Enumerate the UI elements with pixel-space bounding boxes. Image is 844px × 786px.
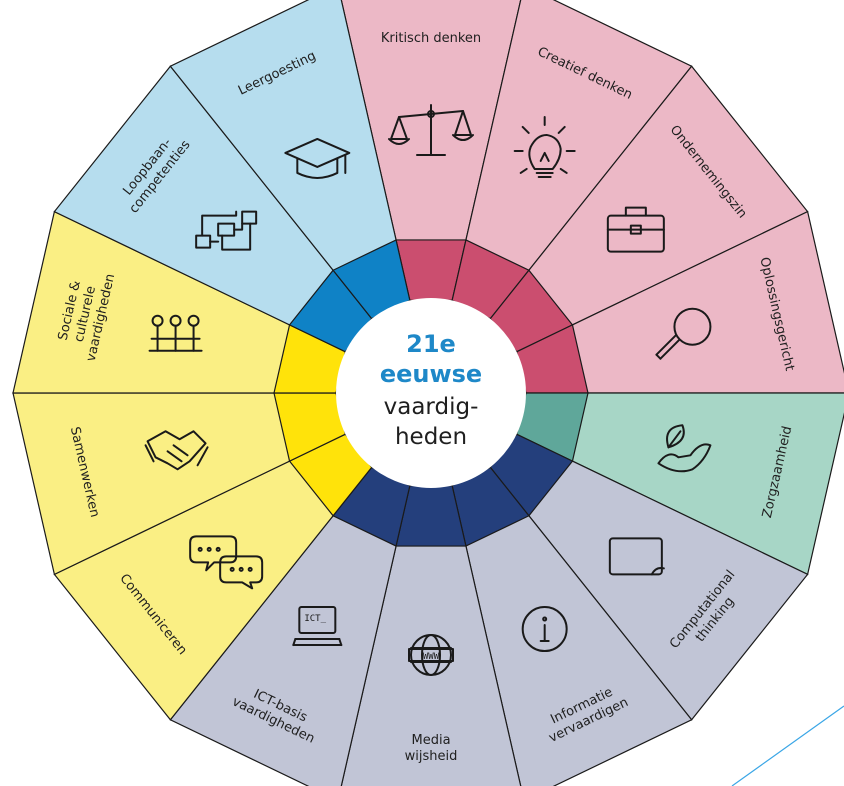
- svg-text:ICT_: ICT_: [304, 614, 326, 624]
- speech-bubbles-icon: [189, 535, 264, 590]
- ring-segment-leergoesting: [332, 239, 411, 320]
- decorative-line: [731, 705, 844, 786]
- svg-text:WWW: WWW: [423, 652, 440, 662]
- label-media-line: Media: [411, 733, 450, 748]
- card-icon: [608, 537, 665, 576]
- info-icon: [521, 606, 568, 653]
- center-title-line1: 21e: [406, 330, 456, 358]
- flowchart-icon: [195, 210, 258, 251]
- center-circle: [336, 298, 526, 488]
- computer-icon: ICT_: [292, 606, 343, 647]
- www-icon: WWW: [408, 634, 454, 676]
- label-media-line: wijsheid: [405, 749, 458, 764]
- center-title-line4: heden: [395, 424, 467, 450]
- center-title-line3: vaardig-: [384, 394, 479, 420]
- handshake-icon: [144, 430, 209, 471]
- label-kritisch-line: Kritisch denken: [381, 31, 481, 46]
- scale-icon: [388, 104, 474, 156]
- center-title-line2: eeuwse: [380, 360, 482, 388]
- magnifier-icon: [655, 307, 712, 360]
- leaf-hands-icon: [657, 424, 712, 473]
- briefcase-icon: [606, 206, 665, 253]
- people-network-icon: [148, 314, 203, 352]
- label-kritisch: Kritisch denken: [381, 31, 481, 46]
- lightbulb-icon: [513, 115, 576, 178]
- graduation-cap-icon: [284, 137, 351, 179]
